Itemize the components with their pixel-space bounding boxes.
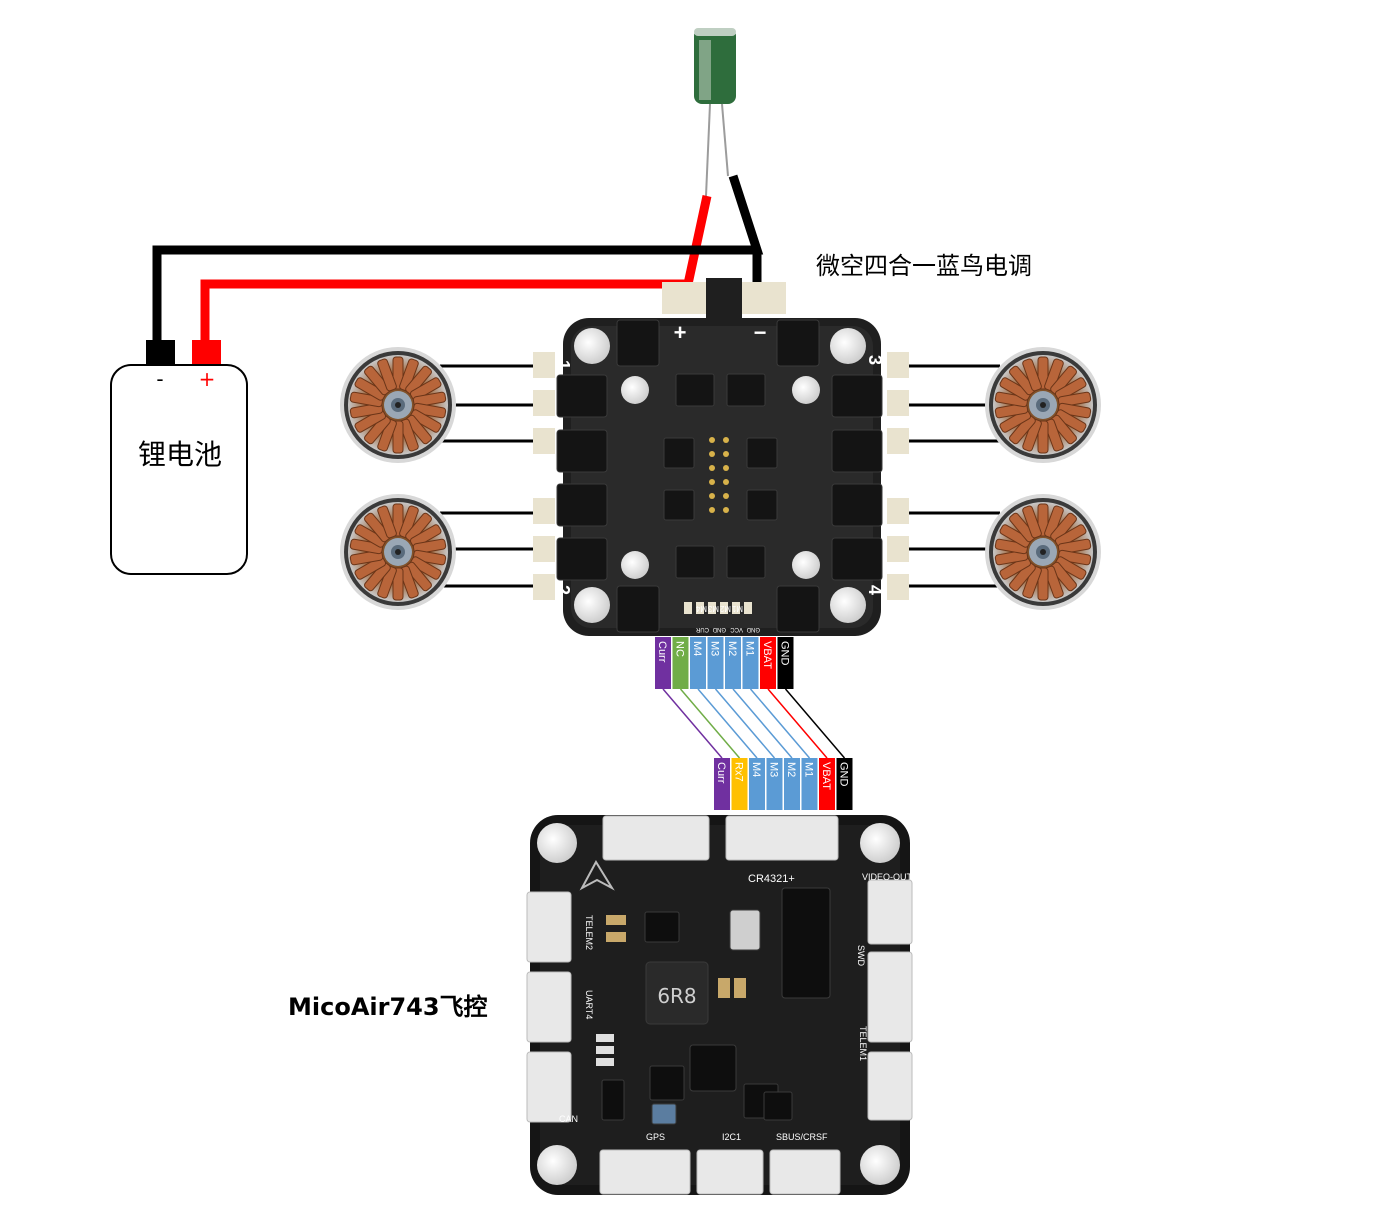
esc-pin-label: Curr xyxy=(656,641,668,663)
signal-wire xyxy=(697,688,758,759)
esc-pin-label: NC xyxy=(674,641,686,657)
fc-pin-rx7 xyxy=(731,758,748,810)
fc-silk-cr: CR4321+ xyxy=(748,873,795,885)
fc-pin-label: M3 xyxy=(768,762,780,777)
esc-pin-labels: Curr NC M4 M3 M2 M1 VBAT GND xyxy=(655,637,794,689)
fc-silk-gps: GPS xyxy=(646,1132,665,1142)
signal-wire xyxy=(714,688,776,759)
esc-pin-label: M1 xyxy=(744,641,756,656)
esc-board: + − xyxy=(533,278,909,636)
fc-pin-labels: Curr Rx7 M4 M3 M2 M1 VBAT GND xyxy=(714,758,853,810)
esc-pin-vbat xyxy=(760,637,776,689)
esc-plus-label: + xyxy=(674,320,687,345)
fc-silk-uart4: UART4 xyxy=(584,990,594,1019)
motor-2 xyxy=(339,493,457,611)
esc-pin-label: M4 xyxy=(691,641,703,656)
fc-pin-m2 xyxy=(784,758,800,810)
fc-pin-label: Rx7 xyxy=(733,762,745,782)
esc-pin-curr xyxy=(655,637,671,689)
motor-wires xyxy=(440,364,1000,588)
fc-silk-inductor: 6R8 xyxy=(657,984,696,1008)
fc-silk-telem1: TELEM1 xyxy=(858,1026,868,1061)
esc-silk-small: VCC xyxy=(730,626,743,632)
signal-wire xyxy=(749,688,811,759)
fc-pin-label: M1 xyxy=(803,762,815,777)
esc-silk-m3: M3 xyxy=(707,604,719,613)
esc-pin-label: GND xyxy=(779,641,791,666)
fc-logo xyxy=(579,859,615,891)
fc-pin-m3 xyxy=(766,758,783,810)
fc-pin-gnd xyxy=(836,758,853,810)
fc-silk-swd: SWD xyxy=(856,945,866,966)
esc-pin-gnd xyxy=(777,637,794,689)
signal-wire xyxy=(732,688,793,759)
battery: - + 锂电池 xyxy=(110,340,248,575)
fc-silk-i2c1: I2C1 xyxy=(722,1132,741,1142)
esc-silk-m2: M2 xyxy=(719,604,731,613)
esc-pin-m2 xyxy=(725,637,741,689)
fc-pin-label: GND xyxy=(838,762,850,787)
capacitor xyxy=(694,28,736,197)
signal-wire xyxy=(679,688,741,759)
motor-1 xyxy=(339,346,457,464)
esc-pin-m3 xyxy=(707,637,724,689)
fc-pin-vbat xyxy=(819,758,835,810)
signal-wire xyxy=(767,688,828,759)
esc-pin-label: VBAT xyxy=(761,641,773,669)
battery-label: 锂电池 xyxy=(138,438,222,471)
fc-pin-label: M4 xyxy=(750,762,762,777)
esc-minus-label: − xyxy=(754,320,767,345)
fc-pin-curr xyxy=(714,758,730,810)
fc-pin-m1 xyxy=(801,758,818,810)
signal-wires xyxy=(662,688,846,759)
esc-silk-small: GND xyxy=(746,626,760,632)
esc-title: 微空四合一蓝鸟电调 xyxy=(816,252,1032,280)
motor-3 xyxy=(984,346,1102,464)
signal-wire xyxy=(662,688,723,759)
fc-pin-label: VBAT xyxy=(820,762,832,790)
esc-motor-number-1: 1 xyxy=(553,360,573,370)
battery-plus-label: + xyxy=(199,367,216,391)
fc-board: CR4321+ VIDEO-OUT SWD TELEM1 TELEM2 UART… xyxy=(526,815,913,1195)
esc-pin-label: M2 xyxy=(726,641,738,656)
fc-silk-video: VIDEO-OUT xyxy=(862,872,913,882)
esc-silk-small: CUR xyxy=(695,626,709,632)
fc-title: MicoAir743飞控 xyxy=(288,993,488,1021)
esc-motor-number-2: 2 xyxy=(553,585,573,595)
esc-pin-nc xyxy=(672,637,689,689)
fc-silk-sbus: SBUS/CRSF xyxy=(776,1132,828,1142)
esc-motor-number-3: 3 xyxy=(865,355,885,365)
motor-4 xyxy=(984,493,1102,611)
signal-wire xyxy=(784,688,846,759)
esc-silk-m4: M4 xyxy=(695,604,707,613)
esc-silk-small: GND xyxy=(712,626,726,632)
esc-pin-label: M3 xyxy=(709,641,721,656)
fc-silk-can: CAN xyxy=(559,1114,578,1124)
fc-pin-label: Curr xyxy=(715,762,727,784)
fc-silk-telem2: TELEM2 xyxy=(584,915,594,950)
fc-pin-m4 xyxy=(749,758,765,810)
esc-motor-number-4: 4 xyxy=(865,585,885,595)
fc-pin-label: M2 xyxy=(785,762,797,777)
esc-pin-m1 xyxy=(742,637,759,689)
esc-silk-m1: M1 xyxy=(731,604,743,613)
battery-minus-label: - xyxy=(156,367,163,391)
esc-pin-m4 xyxy=(690,637,706,689)
